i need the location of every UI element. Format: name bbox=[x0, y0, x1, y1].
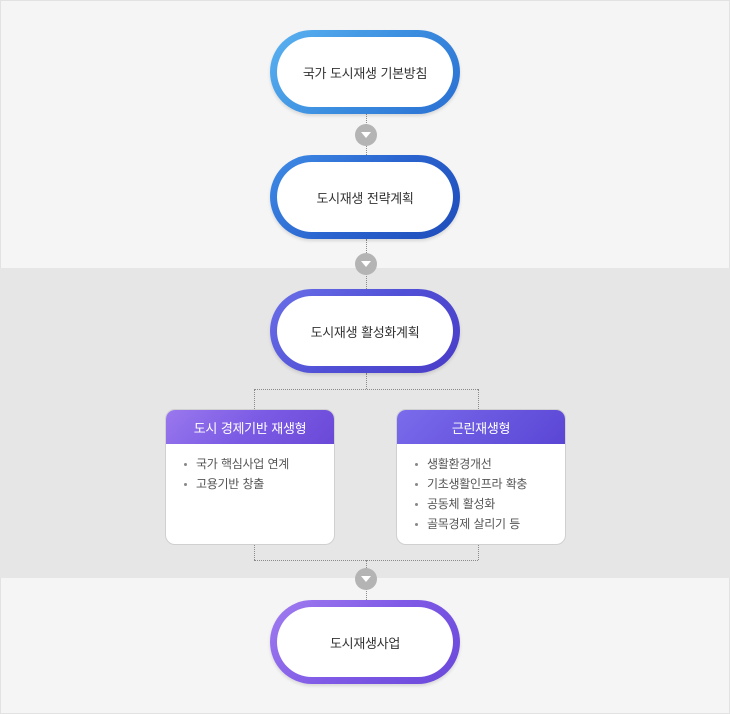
branch-line-right-bottom bbox=[478, 545, 479, 560]
regeneration-project-label: 도시재생사업 bbox=[277, 607, 453, 677]
strategy-plan-label: 도시재생 전략계획 bbox=[277, 162, 453, 232]
list-item: 국가 핵심사업 연계 bbox=[184, 454, 324, 474]
chevron-down-icon bbox=[355, 124, 377, 146]
neighborhood-type-card: 근린재생형 생활환경개선 기초생활인프라 확충 공동체 활성화 골목경제 살리기… bbox=[396, 409, 566, 545]
branch-line-left-bottom bbox=[254, 545, 255, 560]
chevron-down-icon bbox=[355, 253, 377, 275]
branch-line-right-top bbox=[478, 389, 479, 409]
list-item: 고용기반 창출 bbox=[184, 474, 324, 494]
activation-plan-label: 도시재생 활성화계획 bbox=[277, 296, 453, 366]
connector-line-3 bbox=[366, 373, 367, 389]
activation-plan-node: 도시재생 활성화계획 bbox=[270, 289, 460, 373]
national-policy-node: 국가 도시재생 기본방침 bbox=[270, 30, 460, 114]
list-item: 기초생활인프라 확충 bbox=[415, 474, 555, 494]
strategy-plan-node: 도시재생 전략계획 bbox=[270, 155, 460, 239]
branch-line-top bbox=[254, 389, 478, 390]
list-item: 생활환경개선 bbox=[415, 454, 555, 474]
branch-line-left-top bbox=[254, 389, 255, 409]
list-item: 골목경제 살리기 등 bbox=[415, 514, 555, 534]
card-item-list: 국가 핵심사업 연계 고용기반 창출 bbox=[166, 444, 334, 494]
card-title: 도시 경제기반 재생형 bbox=[166, 410, 334, 444]
national-policy-label: 국가 도시재생 기본방침 bbox=[277, 37, 453, 107]
card-title: 근린재생형 bbox=[397, 410, 565, 444]
card-item-list: 생활환경개선 기초생활인프라 확충 공동체 활성화 골목경제 살리기 등 bbox=[397, 444, 565, 534]
chevron-down-icon bbox=[355, 568, 377, 590]
regeneration-project-node: 도시재생사업 bbox=[270, 600, 460, 684]
list-item: 공동체 활성화 bbox=[415, 494, 555, 514]
economic-base-type-card: 도시 경제기반 재생형 국가 핵심사업 연계 고용기반 창출 bbox=[165, 409, 335, 545]
